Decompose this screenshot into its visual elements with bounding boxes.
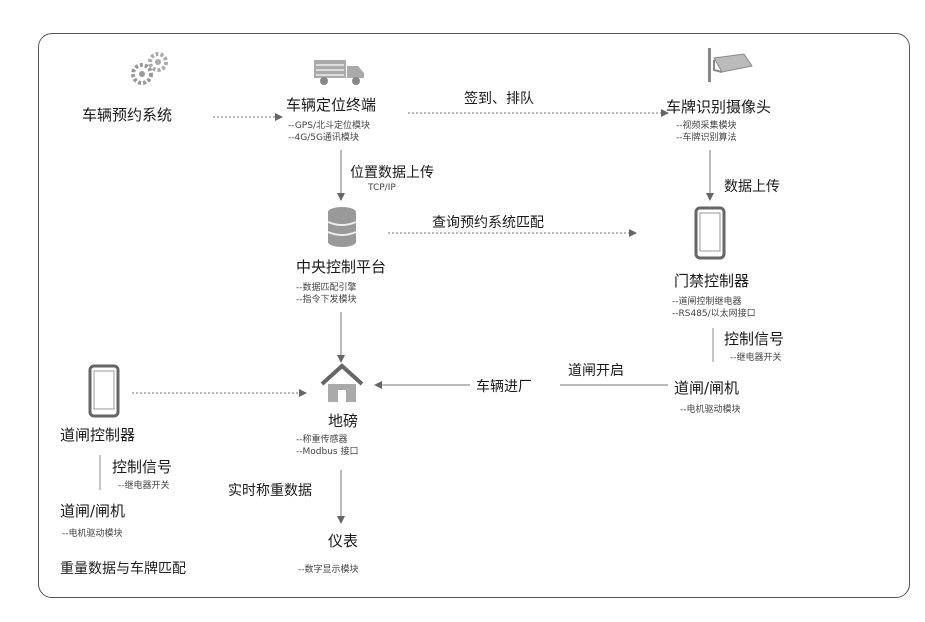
node-access-subs: --道闸控制继电器 --RS485/以太网接口 (672, 296, 756, 320)
node-terminal-sub-1: --GPS/北斗定位模块 (288, 120, 370, 132)
node-left-gate-title: 道闸/闸机 (60, 500, 125, 521)
database-icon (326, 206, 358, 252)
node-right-signal-title: 控制信号 (724, 328, 784, 349)
node-terminal-title: 车辆定位终端 (286, 94, 376, 115)
node-left-signal-title: 控制信号 (112, 456, 172, 477)
tablet-icon (88, 364, 120, 422)
edge-label-checkin-queue: 签到、排队 (464, 88, 534, 108)
node-meter-sub: --数字显示模块 (298, 564, 359, 576)
edge-label-gate-open: 道闸开启 (568, 360, 624, 380)
node-left-controller-title: 道闸控制器 (60, 424, 135, 445)
node-terminal-sub-2: --4G/5G通讯模块 (288, 132, 370, 144)
node-platform-subs: --数据匹配引擎 --指令下发模块 (296, 282, 357, 306)
node-weighbridge-subs: --称重传感器 --Modbus 接口 (296, 434, 358, 458)
node-camera-sub-1: --视频采集模块 (676, 120, 737, 132)
node-meter-title: 仪表 (328, 530, 358, 551)
node-camera-sub-2: --车牌识别算法 (676, 132, 737, 144)
node-right-gate-sub: --电机驱动模块 (680, 404, 741, 416)
node-camera-title: 车牌识别摄像头 (666, 96, 771, 117)
node-left-signal-sub: --继电器开关 (118, 480, 170, 492)
edge-label-position-upload: 位置数据上传 (350, 162, 434, 182)
truck-icon (312, 56, 368, 92)
node-reservation-title: 车辆预约系统 (82, 104, 172, 125)
edge-label-vehicle-enter: 车辆进厂 (476, 376, 532, 396)
node-weighbridge-sub-1: --称重传感器 (296, 434, 358, 446)
node-platform-sub-1: --数据匹配引擎 (296, 282, 357, 294)
edge-label-realtime-weight: 实时称重数据 (228, 480, 312, 500)
node-access-sub-1: --道闸控制继电器 (672, 296, 756, 308)
gears-icon (128, 48, 172, 92)
node-access-sub-2: --RS485/以太网接口 (672, 308, 756, 320)
weighbridge-house-icon (318, 362, 366, 410)
tablet-icon (694, 206, 726, 264)
footer-note: 重量数据与车牌匹配 (60, 558, 186, 578)
node-access-title: 门禁控制器 (674, 270, 749, 291)
camera-icon (704, 46, 756, 90)
edge-label-data-upload: 数据上传 (724, 176, 780, 196)
edge-label-tcp-ip: TCP/IP (368, 182, 396, 194)
node-terminal-subs: --GPS/北斗定位模块 --4G/5G通讯模块 (288, 120, 370, 144)
node-platform-title: 中央控制平台 (296, 256, 386, 277)
node-left-gate-sub: --电机驱动模块 (62, 528, 123, 540)
node-camera-subs: --视频采集模块 --车牌识别算法 (676, 120, 737, 144)
node-weighbridge-sub-2: --Modbus 接口 (296, 446, 358, 458)
edge-label-query-match: 查询预约系统匹配 (432, 212, 544, 232)
node-weighbridge-title: 地磅 (328, 410, 358, 431)
node-platform-sub-2: --指令下发模块 (296, 294, 357, 306)
node-right-signal-sub: --继电器开关 (730, 352, 782, 364)
node-right-gate-title: 道闸/闸机 (674, 377, 739, 398)
